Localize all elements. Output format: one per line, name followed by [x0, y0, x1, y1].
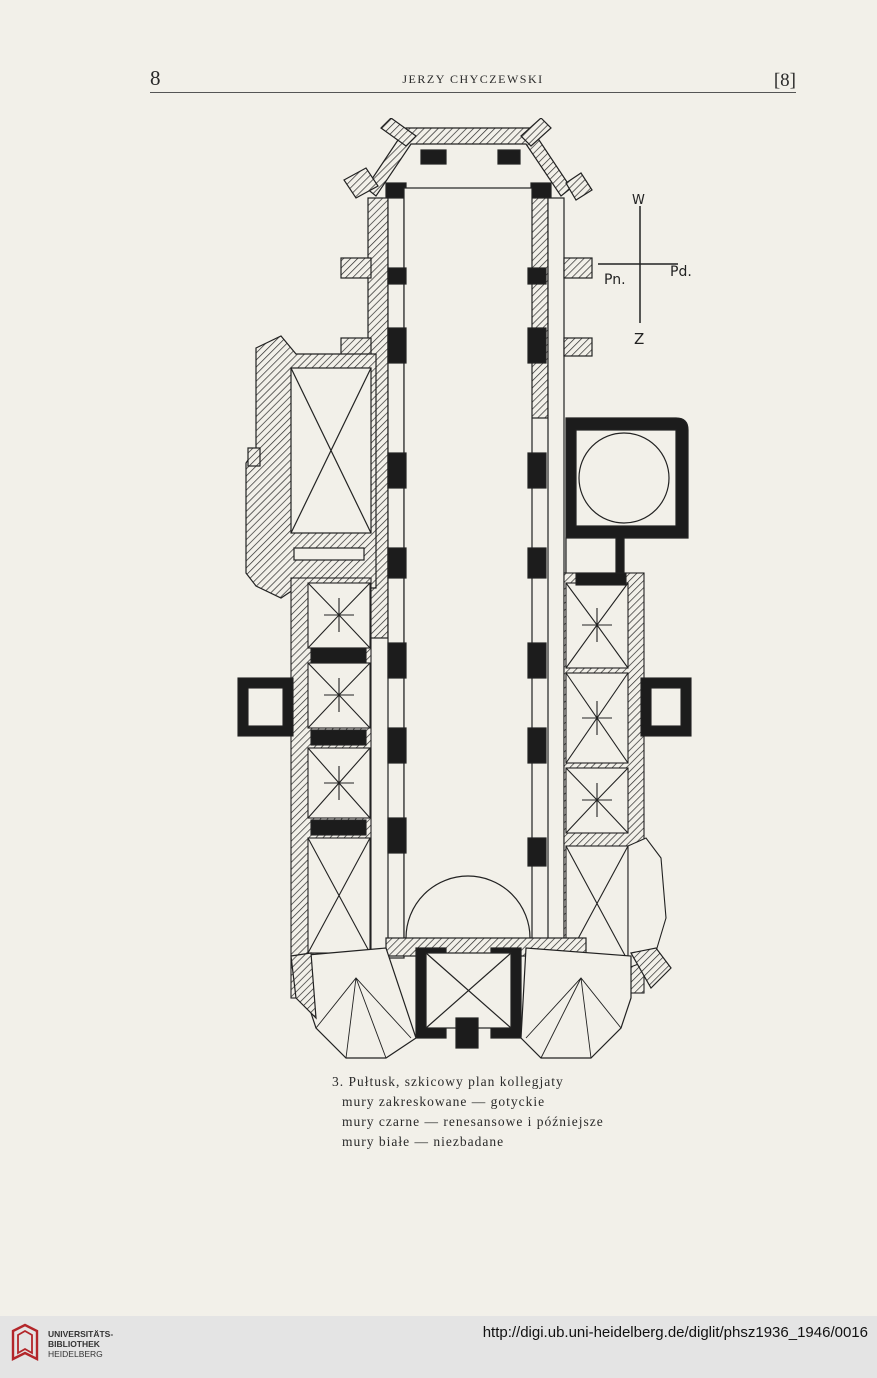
west-tower-end	[343, 118, 593, 201]
university-library-logo-icon[interactable]	[10, 1323, 40, 1363]
nave-walls	[340, 187, 593, 959]
church-floor-plan: W Pn. Pd. Z	[237, 118, 692, 1059]
figure-caption: 3. Pułtusk, szkicowy plan kollegjaty mur…	[332, 1072, 604, 1152]
caption-legend-renaissance: mury czarne — renesansowe i późniejsze	[342, 1114, 604, 1129]
library-name: UNIVERSITÄTS- BIBLIOTHEK HEIDELBERG	[48, 1329, 113, 1359]
compass-north-label: Pn.	[604, 272, 626, 288]
compass-west-label: W	[632, 193, 645, 208]
north-aisle	[237, 577, 372, 999]
library-line-1: UNIVERSITÄTS-	[48, 1329, 114, 1339]
compass-rose	[598, 206, 678, 323]
compass-south-label: Pd.	[670, 264, 692, 280]
library-line-3: HEIDELBERG	[48, 1349, 103, 1359]
north-chapel	[245, 335, 377, 599]
compass-east-label: Z	[634, 330, 644, 348]
page-number: 8	[150, 66, 161, 90]
running-header: 8 JERZY CHYCZEWSKI [8]	[150, 64, 796, 93]
viewer-footer: UNIVERSITÄTS- BIBLIOTHEK HEIDELBERG http…	[0, 1316, 877, 1378]
library-line-2: BIBLIOTHEK	[48, 1339, 100, 1349]
permalink-url[interactable]: http://digi.ub.uni-heidelberg.de/diglit/…	[482, 1324, 868, 1341]
south-rotunda-chapel	[565, 417, 689, 579]
caption-legend-unexamined: mury białe — niezbadane	[342, 1134, 505, 1149]
scanned-page: 8 JERZY CHYCZEWSKI [8] W Pn. Pd. Z	[150, 64, 796, 1152]
author-name: JERZY CHYCZEWSKI	[402, 72, 544, 86]
caption-title: 3. Pułtusk, szkicowy plan kollegjaty	[332, 1074, 564, 1089]
page-bracket-number: [8]	[773, 70, 796, 91]
south-aisle	[563, 572, 692, 994]
east-choir	[290, 875, 672, 1059]
caption-legend-gothic: mury zakreskowane — gotyckie	[342, 1094, 546, 1109]
